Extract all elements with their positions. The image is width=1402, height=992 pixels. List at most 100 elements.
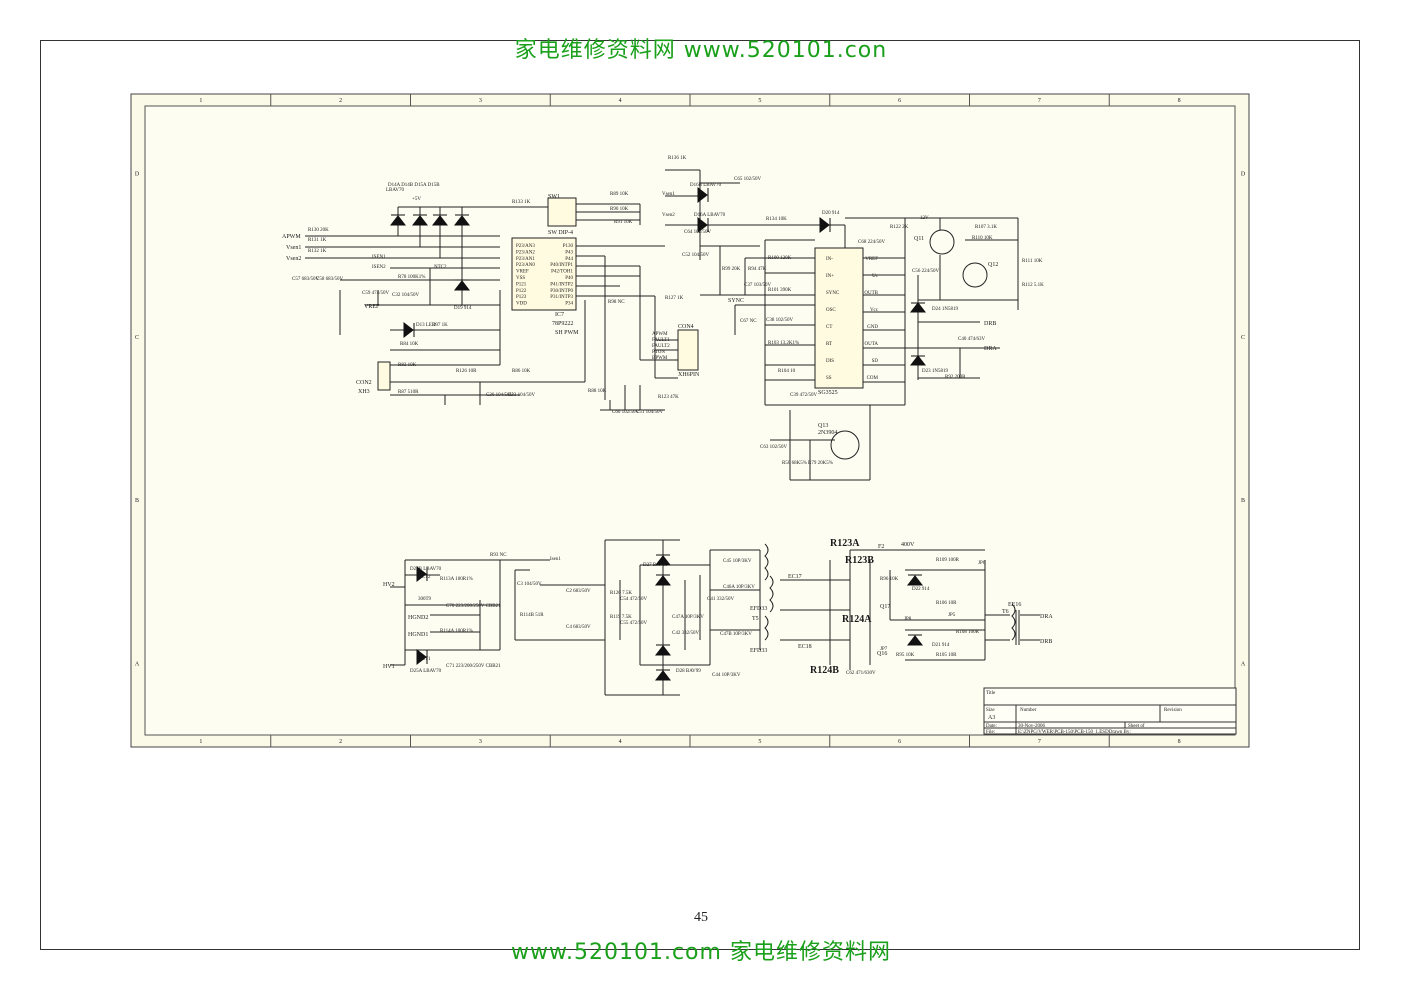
label-ec17: EC17 — [788, 574, 802, 580]
sg3525-pin-label: RT — [826, 342, 832, 347]
resistor-designator: R126 10R — [456, 369, 477, 374]
resistor-designator: R97 1K — [432, 323, 448, 328]
grid-col-label: 7 — [1038, 739, 1041, 745]
ic7-pin-label-right: P30/INTP0 — [550, 289, 573, 294]
misc-net-label: JP6 — [978, 561, 986, 566]
label-dra: DRA — [984, 346, 997, 352]
sg3525-pin-label: SS — [826, 376, 832, 381]
power-resistor-labels: R123A R123B R124A R124B — [810, 538, 874, 676]
misc-net-label: Vsen1 — [662, 192, 675, 197]
file-label: File: — [986, 730, 995, 735]
schematic-labels: APWM Vsen1 Vsen2 VREF CON2 XH3 IC7 78P92… — [282, 194, 1053, 670]
sg3525-pin-label: DIS — [826, 359, 834, 364]
resistor-designator: R90 10K — [610, 207, 629, 212]
grid-col-label: 5 — [758, 98, 761, 104]
capacitor-designator: C71 223/200/250V CBB21 — [446, 664, 501, 669]
grid-row-label: B — [135, 498, 139, 504]
capacitor-designator: C36 104/50V — [486, 393, 513, 398]
capacitor-designator: C56 224/50V — [912, 269, 939, 274]
resistor-designator: R136 1K — [668, 156, 687, 161]
sg3525-pin-label-right: Vcc — [870, 308, 879, 313]
label-q12: Q12 — [988, 262, 998, 268]
watermark-bottom: www.520101.com 家电维修资料网 — [511, 940, 891, 965]
grid-row-label: B — [1241, 498, 1245, 504]
ic7-pin-label: P23/AN1 — [516, 257, 535, 262]
capacitor-designator: C68 224/50V — [858, 240, 885, 245]
capacitor-designator: C54 472/50V — [620, 597, 647, 602]
diodes-bottom — [416, 554, 924, 681]
con4-signal-label: FAULT2 — [652, 344, 670, 349]
resistor-designator: R96 10K — [880, 577, 899, 582]
label-hgnd1: HGND1 — [408, 632, 428, 638]
sg3525-pin-label-right: GND — [867, 325, 878, 330]
resistor-designator: R110 10K — [972, 236, 993, 241]
date-value: 30-Nov-2006 — [1018, 724, 1045, 729]
date-label: Date: — [986, 724, 997, 729]
ic7-pin-label: P23/AN2 — [516, 250, 535, 255]
resistor-designator: R134 10K — [766, 217, 787, 222]
capacitor-designator: C40 474/63V — [958, 337, 985, 342]
resistor-designator: R98 NC — [608, 300, 625, 305]
label-con4: CON4 — [678, 324, 694, 330]
capacitor-designator: C42 332/50V — [672, 631, 699, 636]
label-r123b: R123B — [845, 555, 874, 566]
resistor-designator: R106 10R — [936, 601, 957, 606]
grid-col-label: 2 — [339, 739, 342, 745]
ic7-pin-label: VSS — [516, 276, 525, 281]
misc-net-label: Vsen2 — [662, 213, 675, 218]
diode-designator: D23 1N5819 — [922, 369, 948, 374]
label-hv2: HV2 — [383, 582, 395, 588]
ic7-pin-label: VDD — [516, 302, 527, 307]
capacitor-designator: C41 332/50V — [707, 597, 734, 602]
con4-signal-label: PTON — [652, 350, 665, 355]
label-vsen1: Vsen1 — [286, 245, 301, 251]
label-con4-pins: XH6PIN — [678, 372, 700, 378]
capacitor-designator: C47B 10P/3KV — [720, 632, 752, 637]
resistor-designator: R131 1K — [308, 238, 327, 243]
label-ic7-part: 78P9222 — [552, 321, 573, 327]
resistor-designator: R130 20K — [308, 228, 329, 233]
label-ec18: EC18 — [798, 644, 812, 650]
sg3525-pin-label: SYNC — [826, 291, 840, 296]
wiring-bottom — [390, 539, 1040, 696]
revision-label: Revision — [1164, 708, 1182, 713]
label-sw-dip: SW DIP-4 — [548, 230, 573, 236]
misc-net-label: Isen1 — [550, 557, 561, 562]
grid-col-label: 1 — [199, 739, 202, 745]
sg3525-pin-label-right: SD — [872, 359, 879, 364]
con4-signal-label: APWM — [652, 332, 668, 337]
resistor-designator: R93 NC — [490, 553, 507, 558]
misc-net-label: JP5 — [948, 613, 956, 618]
grid-col-label: 3 — [479, 739, 482, 745]
label-vsen2: Vsen2 — [286, 256, 301, 262]
resistor-designator: R114A 100R1% — [440, 629, 473, 634]
diodes-top — [389, 186, 927, 366]
label-vref: VREF — [364, 304, 380, 310]
sg3525-pin-label-right: VREF — [865, 257, 878, 262]
sg3525-pin-label-right: Uc — [872, 274, 879, 279]
capacitor-designator: C55 472/50V — [620, 621, 647, 626]
ic7-pin-label: P23/AN0 — [516, 263, 535, 268]
title-label: Title — [986, 691, 996, 696]
resistor-designator: R114B 51R — [520, 613, 544, 618]
resistor-designator: R105 10R — [936, 653, 957, 658]
resistor-designator: R88 10K — [588, 389, 607, 394]
capacitor-designator: C33 104/50V — [508, 393, 535, 398]
capacitor-designator: C45 10P/3KV — [723, 559, 752, 564]
resistor-designator: R113A 100R1% — [440, 577, 473, 582]
label-con2: CON2 — [356, 380, 372, 386]
grid-col-label: 7 — [1038, 98, 1041, 104]
drawing-inner-border — [144, 105, 1236, 736]
grid-col-label: 3 — [479, 98, 482, 104]
diode-designator: D25B LBAV70 — [410, 567, 442, 572]
grid-col-label: 4 — [619, 98, 622, 104]
resistor-designator: R78 100K1% — [398, 275, 425, 280]
label-efd33-b: EFD33 — [750, 648, 767, 654]
resistor-designator: R84 10K — [400, 342, 419, 347]
capacitor-designator: C64 102/50V — [684, 230, 711, 235]
label-drb-out: DRB — [1040, 639, 1052, 645]
page-number: 45 — [694, 910, 708, 925]
grid-col-label: 1 — [199, 98, 202, 104]
label-400v: 400V — [901, 542, 915, 548]
